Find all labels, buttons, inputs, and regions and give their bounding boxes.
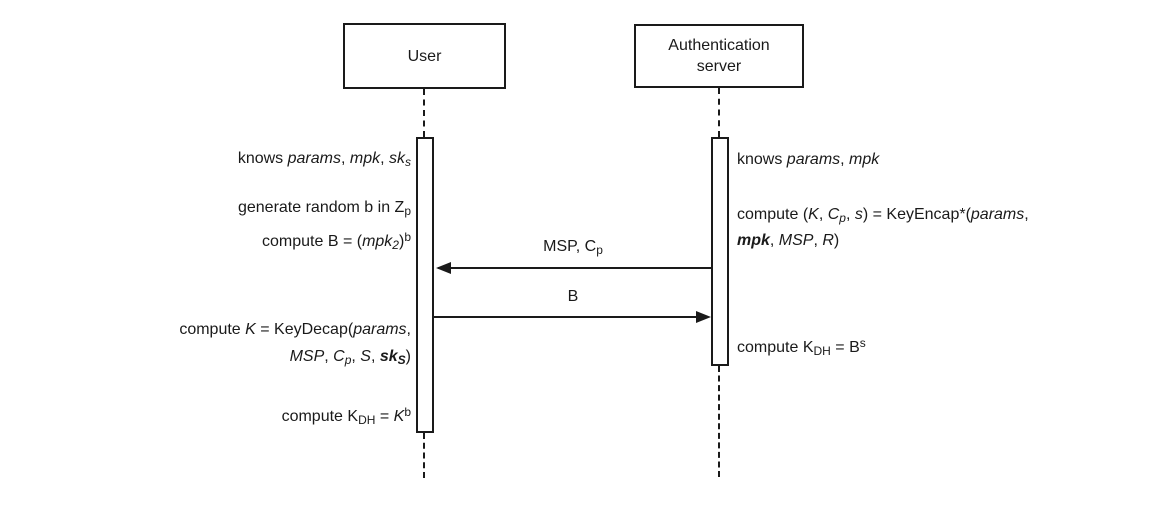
note-server-compute-keyencap-line2: mpk, MSP, R) bbox=[737, 232, 840, 249]
note-user-knows: knows params, mpk, sks bbox=[237, 150, 411, 169]
lifeline-user-lower bbox=[423, 433, 425, 478]
actor-box-authentication-server: Authentication server bbox=[634, 24, 804, 88]
actor-box-user: User bbox=[343, 23, 506, 89]
lifeline-server-lower bbox=[718, 366, 720, 477]
message-line-msp-cp bbox=[438, 267, 711, 269]
note-server-knows: knows params, mpk bbox=[737, 151, 880, 168]
lifeline-user-upper bbox=[423, 89, 425, 137]
note-user-compute-k-line2: MSP, Cp, S, skS) bbox=[289, 348, 411, 367]
note-user-compute-b: compute B = (mpk2)b bbox=[262, 230, 411, 252]
note-user-generate-random: generate random b in Zp bbox=[237, 199, 411, 218]
note-server-compute-kdh: compute KDH = Bs bbox=[737, 336, 866, 358]
note-server-compute-keyencap-line1: compute (K, Cp, s) = KeyEncap*(params, bbox=[737, 206, 1029, 225]
message-label-msp-cp: MSP, Cp bbox=[543, 238, 603, 257]
note-user-compute-k-line1: compute K = KeyDecap(params, bbox=[179, 321, 411, 338]
message-line-b bbox=[434, 316, 698, 318]
activation-bar-user bbox=[416, 137, 434, 433]
actor-label-user: User bbox=[407, 47, 442, 65]
lifeline-server-upper bbox=[718, 88, 720, 137]
activation-bar-server bbox=[711, 137, 729, 366]
arrowhead-right-icon bbox=[696, 311, 711, 323]
arrowhead-left-icon bbox=[436, 262, 451, 274]
actor-label-authentication-server: Authentication server bbox=[668, 37, 770, 75]
message-label-b: B bbox=[567, 288, 579, 305]
note-user-compute-kdh: compute KDH = Kb bbox=[281, 405, 411, 427]
